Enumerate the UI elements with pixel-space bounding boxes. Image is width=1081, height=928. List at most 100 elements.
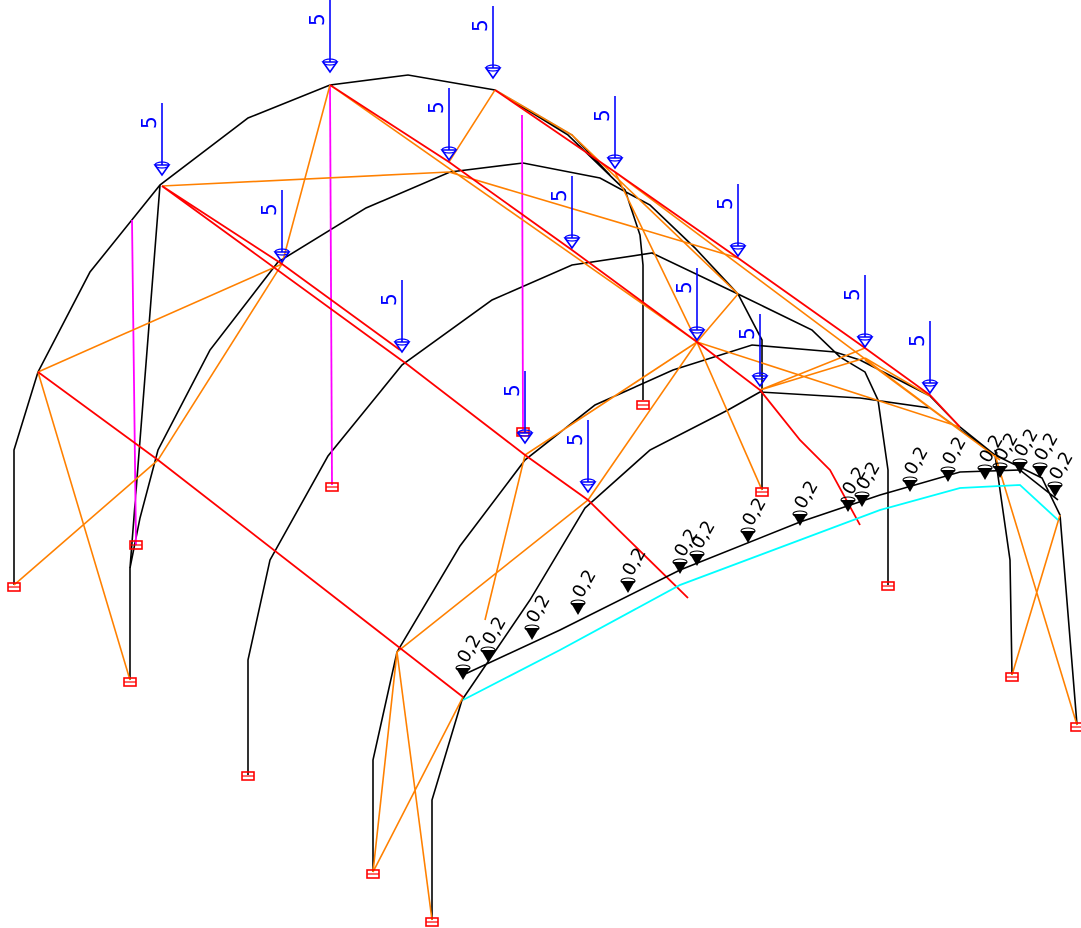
- ridge-tie-member[interactable]: [161, 185, 689, 599]
- bracing-member[interactable]: [524, 341, 698, 456]
- downward-arrow-with-cone-icon: [856, 336, 874, 349]
- line-load-value: 0,2: [790, 477, 823, 512]
- support-node[interactable]: [1070, 722, 1081, 732]
- point-load[interactable]: 5: [500, 371, 534, 445]
- black-cone-load-icon: [855, 495, 869, 507]
- black-cone-load-icon-rim: [570, 599, 586, 607]
- bracing-member[interactable]: [696, 341, 961, 428]
- ridge-tie-member[interactable]: [494, 89, 961, 428]
- point-load[interactable]: 5: [137, 103, 171, 177]
- point-load[interactable]: 5: [377, 280, 411, 354]
- point-load-cone-rim: [689, 326, 705, 334]
- downward-arrow-with-cone-icon: [484, 67, 502, 80]
- bracing-member[interactable]: [396, 651, 433, 921]
- line-load-marker[interactable]: 0,2: [568, 566, 601, 615]
- support-node[interactable]: [325, 482, 339, 492]
- ridge-tie-member[interactable]: [161, 185, 401, 351]
- bracing-member[interactable]: [614, 171, 961, 431]
- bracing-member[interactable]: [37, 371, 131, 681]
- arch-frame-member[interactable]: [372, 344, 1013, 872]
- black-cone-load-icon: [903, 480, 917, 492]
- vertical-hanger[interactable]: [329, 84, 333, 486]
- point-load-value: 5: [257, 203, 281, 216]
- point-load[interactable]: 5: [672, 268, 706, 342]
- support-node[interactable]: [1005, 672, 1019, 682]
- support-node[interactable]: [881, 581, 895, 591]
- bracing-member[interactable]: [329, 84, 698, 343]
- bracing-member[interactable]: [1011, 514, 1061, 676]
- bracing-member[interactable]: [157, 263, 283, 461]
- arch-frame-member[interactable]: [129, 162, 763, 680]
- bracing-member[interactable]: [484, 454, 526, 621]
- point-load[interactable]: 5: [547, 176, 581, 250]
- point-load-value: 5: [672, 281, 696, 294]
- point-load-cone-rim: [922, 379, 938, 387]
- bracing-member[interactable]: [696, 293, 739, 343]
- vertical-hangers: [131, 84, 524, 546]
- line-load-marker[interactable]: 0,2: [522, 591, 555, 640]
- support-node[interactable]: [241, 771, 255, 781]
- bracing-member[interactable]: [372, 651, 398, 873]
- downward-arrow-with-cone-icon: [688, 329, 706, 342]
- bracing-member[interactable]: [494, 89, 573, 136]
- support-node[interactable]: [7, 582, 21, 592]
- ridge-tie-member[interactable]: [329, 84, 861, 526]
- downward-arrow-with-cone-icon: [516, 432, 534, 445]
- bracing-member[interactable]: [448, 171, 739, 259]
- support-node[interactable]: [755, 487, 769, 497]
- line-load-marker[interactable]: 0,2: [790, 477, 823, 526]
- support-node[interactable]: [129, 540, 143, 550]
- point-load[interactable]: 5: [590, 96, 624, 170]
- loaded-edge-member[interactable]: [462, 469, 1059, 676]
- downward-arrow-with-cone-icon: [921, 382, 939, 395]
- vertical-hanger[interactable]: [521, 114, 524, 431]
- point-load-value: 5: [840, 288, 864, 301]
- point-load-value: 5: [305, 13, 329, 26]
- bracing-member[interactable]: [587, 341, 698, 501]
- point-load[interactable]: 5: [735, 314, 769, 388]
- bracing-members: [13, 84, 1078, 921]
- bracing-member[interactable]: [13, 459, 159, 586]
- point-load[interactable]: 5: [468, 6, 502, 80]
- black-cone-load-icon-rim: [1012, 458, 1028, 466]
- line-load-marker[interactable]: 0,2: [938, 433, 971, 482]
- point-load-value: 5: [590, 109, 614, 122]
- point-load[interactable]: 5: [905, 321, 939, 395]
- support-node[interactable]: [366, 869, 380, 879]
- bracing-member[interactable]: [994, 454, 1078, 726]
- bracing-member[interactable]: [864, 357, 931, 397]
- black-cone-load-icon-rim: [524, 624, 540, 632]
- point-load[interactable]: 5: [713, 184, 747, 258]
- bracing-member[interactable]: [372, 696, 464, 873]
- bracing-member[interactable]: [281, 84, 331, 265]
- point-load[interactable]: 5: [840, 275, 874, 349]
- bracing-member[interactable]: [614, 171, 698, 343]
- line-load-marker[interactable]: 0,2: [618, 544, 651, 593]
- ridge-tie-member[interactable]: [37, 371, 464, 698]
- support-node[interactable]: [636, 400, 650, 410]
- point-load[interactable]: 5: [305, 0, 339, 74]
- bracing-member[interactable]: [696, 341, 763, 491]
- bracing-member[interactable]: [161, 171, 450, 187]
- line-load-value: 0,2: [522, 591, 555, 626]
- bracing-member[interactable]: [759, 347, 866, 391]
- support-node[interactable]: [123, 677, 137, 687]
- support-node[interactable]: [425, 917, 439, 927]
- point-load-cone-rim: [394, 338, 410, 346]
- bracing-member[interactable]: [759, 357, 866, 391]
- vertical-hanger[interactable]: [131, 219, 137, 546]
- downward-arrow-with-cone-icon: [440, 149, 458, 162]
- point-load-value: 5: [547, 189, 571, 202]
- arch-frame-member[interactable]: [431, 391, 1078, 920]
- arch-frame-member[interactable]: [247, 252, 889, 775]
- arch-frame-member[interactable]: [13, 74, 644, 585]
- point-load[interactable]: 5: [257, 190, 291, 264]
- black-cone-load-icon: [456, 668, 470, 680]
- line-load-base-curve: [462, 484, 1059, 701]
- line-load-marker[interactable]: 0,2: [687, 517, 720, 566]
- point-load[interactable]: 5: [563, 420, 597, 494]
- point-load[interactable]: 5: [424, 88, 458, 162]
- bracing-member[interactable]: [396, 499, 589, 653]
- bracing-member[interactable]: [37, 263, 283, 373]
